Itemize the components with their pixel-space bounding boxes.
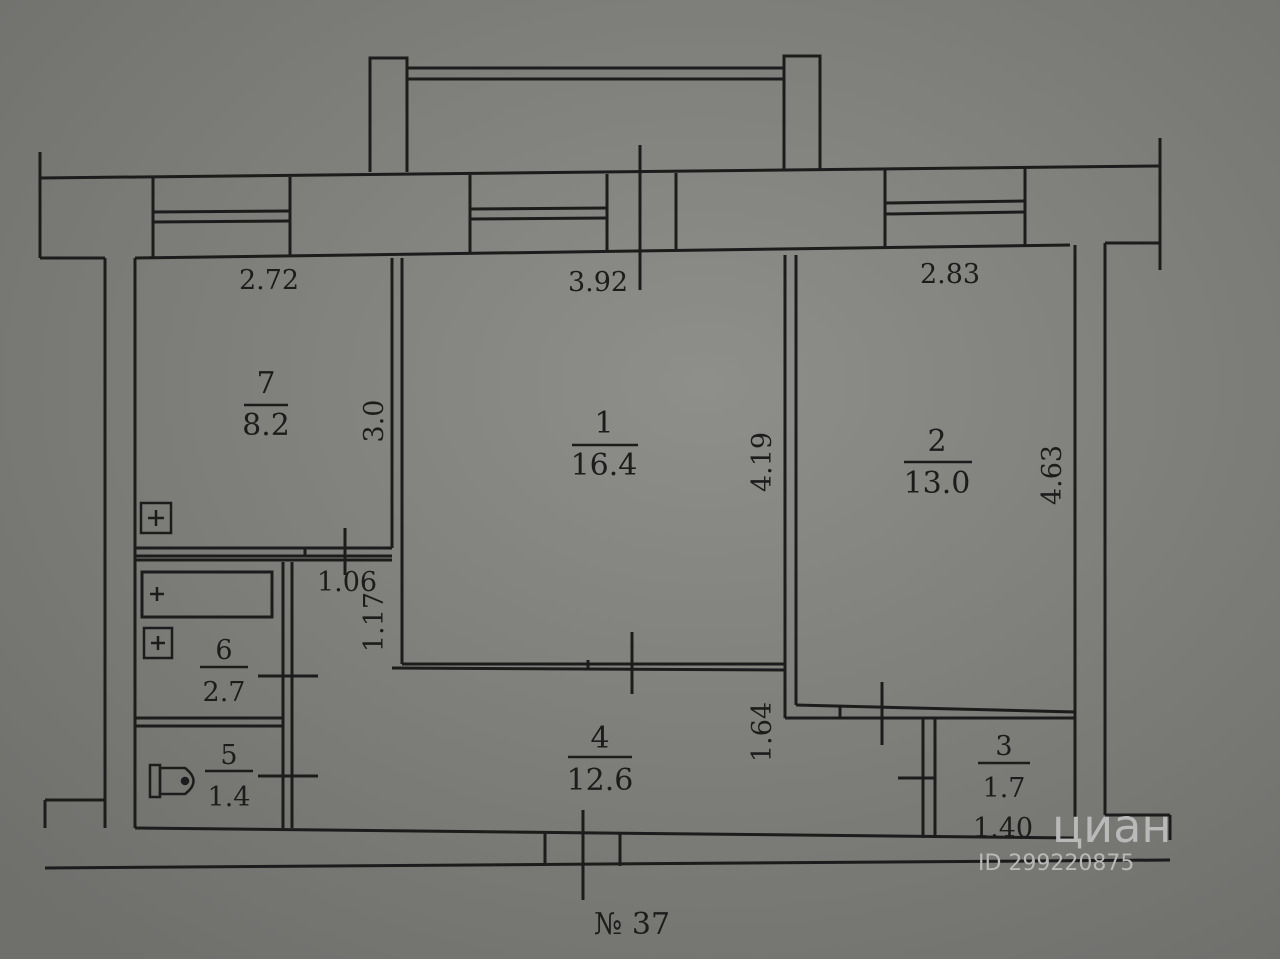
balcony-outline: [368, 56, 409, 172]
dim-room2-depth: 4.63: [1037, 445, 1068, 505]
room-number-7: 7: [256, 366, 275, 401]
room-area-1: 16.4: [571, 448, 638, 483]
room-number-2: 2: [927, 424, 946, 459]
room-labels: 7 8.2 1 16.4 2 13.0 6 2.7 5 1.4 4 12.6 3…: [203, 366, 1026, 813]
dim-room7-width: 2.72: [239, 265, 299, 296]
room-area-5: 1.4: [208, 782, 251, 813]
toilet-icon: [148, 763, 195, 799]
bottom-wall-outer: [44, 858, 1171, 870]
washbasin-icon: [142, 626, 174, 660]
room-number-6: 6: [215, 635, 232, 666]
dimension-labels: 2.72 3.92 2.83 1.06 1.40 3.0 4.19 4.63 1…: [239, 259, 1068, 844]
dim-hall-depth: 1.64: [747, 702, 778, 762]
watermark-brand: циан: [1052, 799, 1171, 853]
kitchen-stove-icon: [139, 501, 173, 535]
room-number-5: 5: [220, 740, 237, 771]
fixtures: [139, 501, 195, 799]
dim-room3-width: 1.40: [973, 813, 1033, 844]
bathtub: [140, 570, 274, 619]
top-wall-outer: [39, 164, 1161, 180]
dim-room7-depth: 3.0: [359, 400, 390, 443]
walls: [38, 54, 1172, 900]
room-area-7: 8.2: [242, 408, 290, 443]
room-number-3: 3: [995, 731, 1012, 762]
room-number-1: 1: [594, 406, 613, 441]
watermark-id: ID 299220875: [978, 851, 1134, 876]
plan-number: № 37: [594, 907, 670, 942]
room-fraction-bars: [200, 403, 1030, 773]
dim-hall-passage: 1.17: [359, 592, 390, 652]
room-area-2: 13.0: [904, 466, 971, 501]
room-area-3: 1.7: [983, 773, 1026, 804]
room-area-6: 2.7: [203, 677, 246, 708]
dim-room6-width: 1.06: [317, 567, 377, 598]
dim-room2-width: 2.83: [920, 259, 980, 290]
dim-room1-width: 3.92: [568, 267, 628, 298]
dim-room1-depth: 4.19: [747, 432, 778, 492]
watermark: циан ID 299220875: [978, 799, 1171, 876]
bottom-wall-inner: [134, 826, 1076, 840]
room-area-4: 12.6: [567, 763, 634, 798]
room-number-4: 4: [590, 721, 609, 756]
